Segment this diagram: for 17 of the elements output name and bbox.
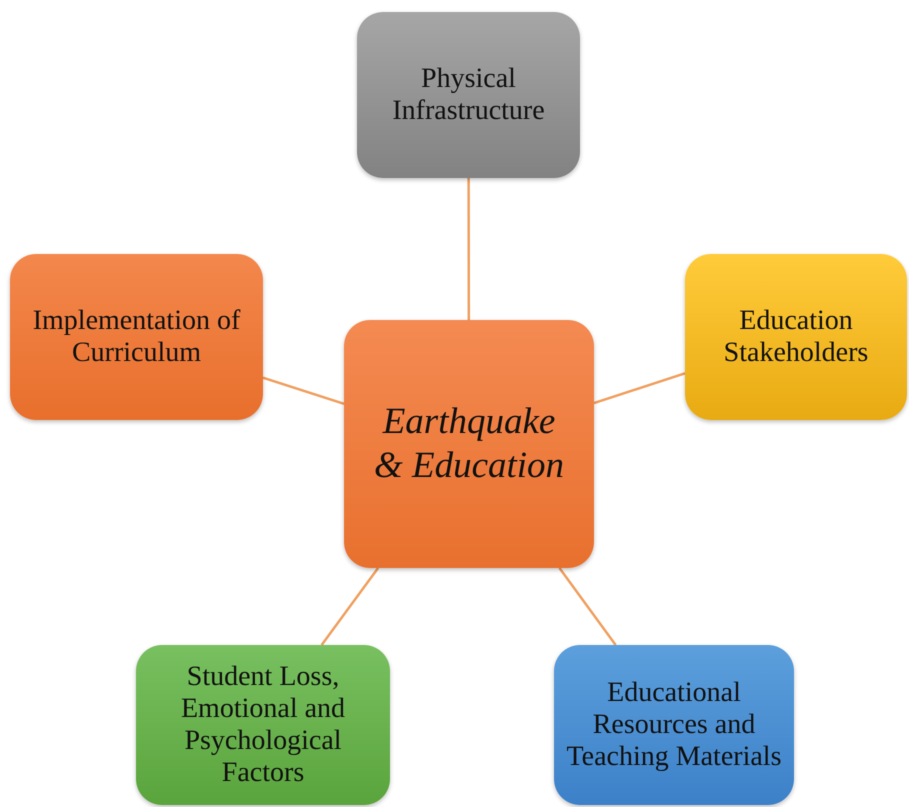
topic-text: Educational Resources and Teaching Materials: [566, 676, 782, 774]
connector-line: [262, 376, 344, 405]
connector-line: [558, 567, 617, 646]
topic-box: [10, 254, 263, 420]
topic-text: Implementation of Curriculum: [32, 304, 242, 370]
topic-box: [136, 645, 390, 805]
topic-text: Physical Infrastructure: [391, 62, 546, 128]
connector-line: [594, 372, 686, 404]
topic-box: [554, 645, 794, 805]
connector-line: [320, 567, 380, 646]
topic-box: [685, 254, 907, 420]
topic-box: [357, 12, 580, 178]
topic-text: Education Stakeholders: [722, 304, 870, 370]
central-topic-text: Earthquake & Education: [372, 400, 566, 488]
central-topic-box: [344, 320, 594, 568]
topic-text: Student Loss, Emotional and Psychological Factors: [180, 660, 346, 790]
connector-line: [467, 178, 470, 320]
